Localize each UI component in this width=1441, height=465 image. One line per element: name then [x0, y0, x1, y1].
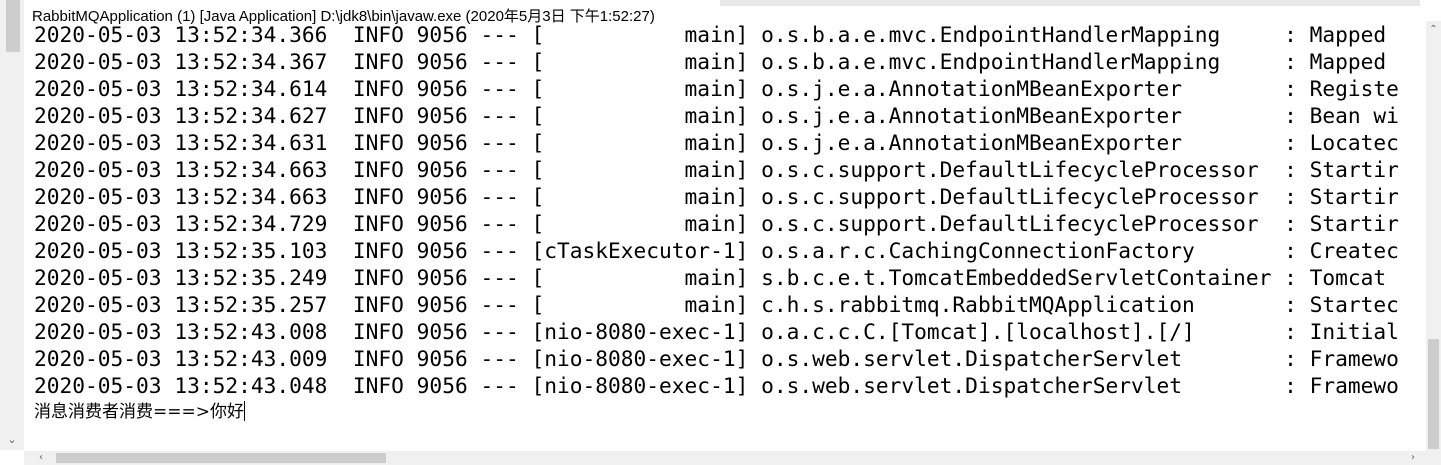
log-line: 2020-05-03 13:52:34.663 INFO 9056 --- [ …: [34, 184, 1399, 209]
left-scrollbar-thumb[interactable]: [6, 0, 20, 52]
console-title: RabbitMQApplication (1) [Java Applicatio…: [32, 6, 669, 28]
vertical-scrollbar-thumb[interactable]: [1428, 339, 1439, 449]
chevron-right-icon[interactable]: ›: [1411, 452, 1415, 463]
left-scrollbar[interactable]: ⌄: [0, 0, 24, 450]
log-line: 2020-05-03 13:52:43.048 INFO 9056 --- [n…: [34, 373, 1399, 398]
horizontal-scrollbar[interactable]: ‹ ›: [24, 451, 1426, 465]
scrollbar-corner: [1426, 451, 1441, 465]
log-line: 2020-05-03 13:52:35.257 INFO 9056 --- [ …: [34, 292, 1399, 317]
log-line: 2020-05-03 13:52:34.627 INFO 9056 --- [ …: [34, 103, 1399, 128]
log-line: 2020-05-03 13:52:34.366 INFO 9056 --- [ …: [34, 22, 1387, 47]
console-output-area[interactable]: 2020-05-03 13:52:34.366 INFO 9056 --- [ …: [34, 21, 1426, 439]
log-line: 2020-05-03 13:52:34.614 INFO 9056 --- [ …: [34, 76, 1399, 101]
stdout-text: 消息消费者消费===>你好: [34, 402, 244, 422]
chevron-up-icon[interactable]: ⌃: [1429, 24, 1438, 35]
log-line: 2020-05-03 13:52:34.663 INFO 9056 --- [ …: [34, 157, 1399, 182]
title-background-shade: [720, 0, 1420, 6]
horizontal-scrollbar-thumb[interactable]: [56, 453, 386, 463]
chevron-down-icon[interactable]: ⌄: [7, 433, 17, 446]
log-line: 2020-05-03 13:52:35.103 INFO 9056 --- [c…: [34, 238, 1399, 263]
chevron-left-icon[interactable]: ‹: [39, 452, 43, 463]
log-line: 2020-05-03 13:52:35.249 INFO 9056 --- [ …: [34, 265, 1399, 290]
log-line: 2020-05-03 13:52:34.631 INFO 9056 --- [ …: [34, 130, 1399, 155]
log-line: 2020-05-03 13:52:43.009 INFO 9056 --- [n…: [34, 346, 1399, 371]
stdout-line: 消息消费者消费===>你好: [34, 399, 245, 426]
log-line: 2020-05-03 13:52:34.367 INFO 9056 --- [ …: [34, 49, 1387, 74]
log-line: 2020-05-03 13:52:34.729 INFO 9056 --- [ …: [34, 211, 1399, 236]
log-line: 2020-05-03 13:52:43.008 INFO 9056 --- [n…: [34, 319, 1399, 344]
vertical-scrollbar[interactable]: ⌃: [1426, 21, 1441, 451]
text-caret: [243, 401, 245, 421]
